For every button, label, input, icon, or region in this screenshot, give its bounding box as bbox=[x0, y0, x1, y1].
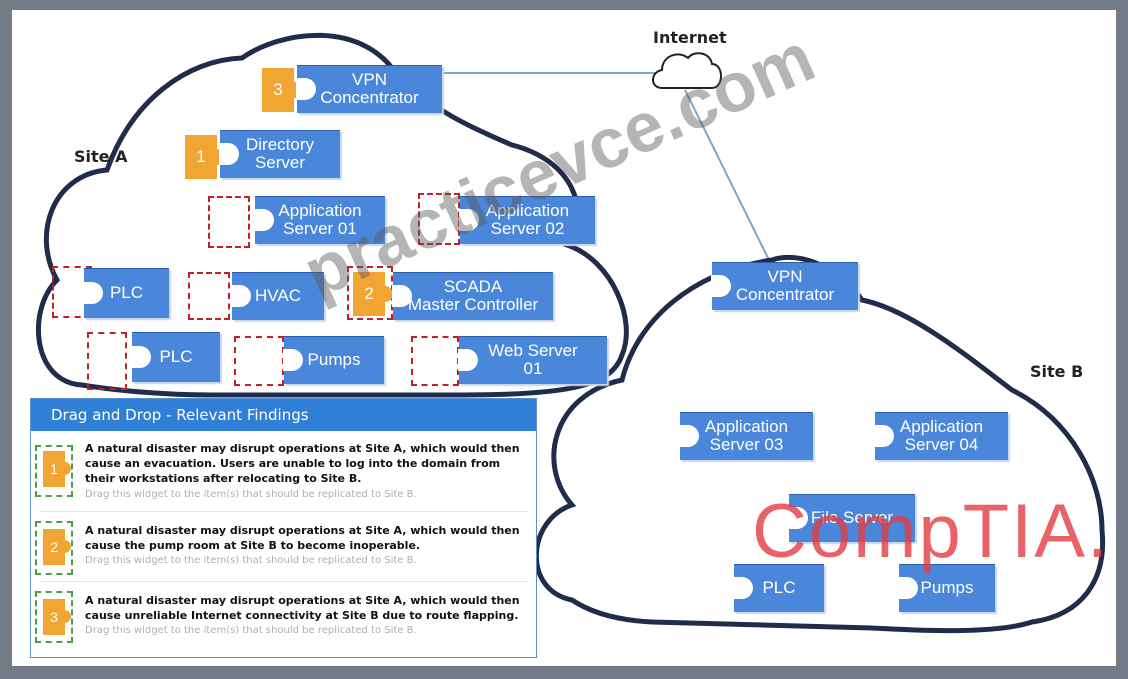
site-a-web-server-01[interactable]: Web Server 01 bbox=[458, 336, 607, 384]
finding-2-slot bbox=[35, 521, 73, 575]
site-a-plc-1[interactable]: PLC bbox=[83, 268, 169, 318]
internet-label: Internet bbox=[653, 28, 727, 47]
site-b-plc[interactable]: PLC bbox=[733, 564, 824, 612]
findings-panel: Drag and Drop - Relevant Findings 1 A na… bbox=[30, 398, 537, 658]
site-b-cloud bbox=[533, 254, 1106, 634]
finding-divider bbox=[39, 581, 529, 582]
site-a-pumps[interactable]: Pumps bbox=[283, 336, 384, 384]
findings-panel-title: Drag and Drop - Relevant Findings bbox=[31, 399, 536, 431]
site-b-vpn-concentrator[interactable]: VPN Concentrator bbox=[711, 262, 858, 310]
drop-slot-hvac[interactable] bbox=[188, 272, 230, 320]
site-b-application-server-03[interactable]: Application Server 03 bbox=[679, 412, 813, 460]
finding-3-hint: Drag this widget to the item(s) that sho… bbox=[85, 625, 417, 636]
badge-2-scada[interactable]: 2 bbox=[353, 272, 393, 316]
badge-3-vpn[interactable]: 3 bbox=[262, 68, 302, 112]
finding-1-hint: Drag this widget to the item(s) that sho… bbox=[85, 489, 417, 500]
site-b-file-server[interactable]: File Server bbox=[788, 494, 915, 542]
site-a-application-server-02[interactable]: Application Server 02 bbox=[459, 196, 595, 244]
drop-slot-app01[interactable] bbox=[208, 196, 250, 248]
site-a-directory-server[interactable]: Directory Server bbox=[219, 130, 340, 178]
finding-3-slot bbox=[35, 591, 73, 643]
finding-2-text: A natural disaster may disrupt operation… bbox=[85, 524, 520, 552]
finding-1-slot bbox=[35, 445, 73, 497]
finding-divider bbox=[39, 511, 529, 512]
internet-siteb-link bbox=[684, 89, 770, 261]
site-b-application-server-04[interactable]: Application Server 04 bbox=[874, 412, 1008, 460]
internet-cloud-icon bbox=[652, 52, 722, 89]
site-a-scada-master-controller[interactable]: SCADA Master Controller bbox=[392, 272, 553, 320]
finding-3-text: A natural disaster may disrupt operation… bbox=[85, 594, 520, 622]
finding-2-badge[interactable]: 2 bbox=[43, 529, 71, 565]
drop-slot-web[interactable] bbox=[411, 336, 459, 386]
site-a-vpn-concentrator[interactable]: VPN Concentrator bbox=[296, 65, 442, 113]
drop-slot-pumps[interactable] bbox=[234, 336, 284, 386]
badge-1-directory[interactable]: 1 bbox=[185, 135, 225, 179]
site-a-plc-2[interactable]: PLC bbox=[131, 332, 220, 382]
site-b-label: Site B bbox=[1030, 362, 1084, 381]
comptia-watermark: CompTIA. bbox=[752, 489, 1111, 574]
site-a-label: Site A bbox=[74, 147, 128, 166]
diagram-canvas: Internet Site A Site B 3 VPN Concentrato… bbox=[12, 10, 1116, 666]
site-a-application-server-01[interactable]: Application Server 01 bbox=[254, 196, 385, 244]
finding-3-badge[interactable]: 3 bbox=[43, 599, 71, 635]
finding-2-hint: Drag this widget to the item(s) that sho… bbox=[85, 555, 417, 566]
finding-1-text: A natural disaster may disrupt operation… bbox=[85, 442, 520, 485]
site-b-pumps[interactable]: Pumps bbox=[898, 564, 995, 612]
site-a-hvac[interactable]: HVAC bbox=[231, 272, 324, 320]
finding-1-badge[interactable]: 1 bbox=[43, 451, 71, 487]
drop-slot-plc2[interactable] bbox=[87, 332, 127, 390]
